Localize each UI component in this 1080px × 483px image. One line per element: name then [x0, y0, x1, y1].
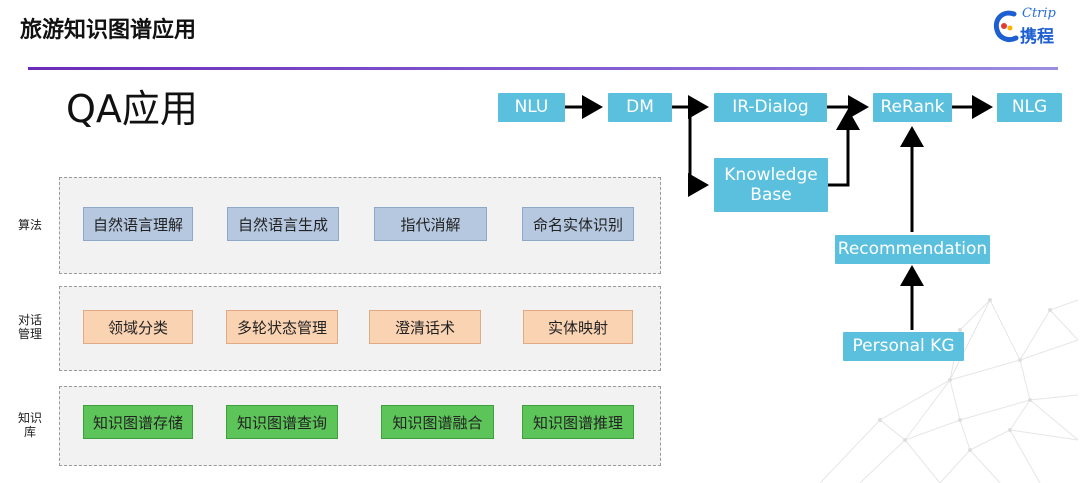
- flow-node-nlg: NLG: [997, 93, 1062, 122]
- row-label-knowledge-base: 知识 库: [17, 411, 42, 439]
- logo-text-cn: 携程: [1020, 27, 1054, 47]
- row-label-algorithm: 算法: [17, 218, 42, 232]
- slide-title: 旅游知识图谱应用: [20, 18, 197, 43]
- capability-box: 自然语言生成: [227, 207, 339, 241]
- capability-box: 澄清话术: [369, 310, 481, 344]
- capability-box: 指代消解: [374, 207, 487, 241]
- logo-text-en: Ctrip: [1022, 6, 1056, 21]
- arrow-kb-rerank: [828, 109, 860, 187]
- flow-node-knowledge-base: Knowledge Base: [714, 158, 828, 212]
- capability-box: 领域分类: [83, 310, 193, 344]
- title-divider: [28, 67, 1058, 70]
- section-title: QA应用: [66, 87, 198, 131]
- ctrip-logo: Ctrip 携程: [992, 6, 1074, 47]
- flow-node-ir-dialog: IR-Dialog: [714, 93, 827, 122]
- flow-node-nlu: NLU: [498, 93, 565, 122]
- capability-box: 知识图谱查询: [226, 405, 338, 439]
- flow-node-dm: DM: [608, 93, 672, 122]
- capability-box: 自然语言理解: [83, 207, 193, 241]
- capability-box: 多轮状态管理: [226, 310, 338, 344]
- capability-box: 知识图谱推理: [522, 405, 634, 439]
- row-label-dialog-management: 对话 管理: [17, 313, 42, 341]
- capability-box: 知识图谱融合: [381, 405, 494, 439]
- flow-node-personal-kg: Personal KG: [843, 332, 964, 361]
- arrow-dm-knowledge-base: [688, 107, 709, 197]
- flow-node-rerank: ReRank: [873, 93, 952, 122]
- flow-node-recommendation: Recommendation: [835, 235, 990, 264]
- ctrip-logo-icon: [993, 10, 1019, 43]
- capability-box: 命名实体识别: [522, 207, 634, 241]
- capability-box: 知识图谱存储: [83, 405, 193, 439]
- capability-box: 实体映射: [523, 310, 633, 344]
